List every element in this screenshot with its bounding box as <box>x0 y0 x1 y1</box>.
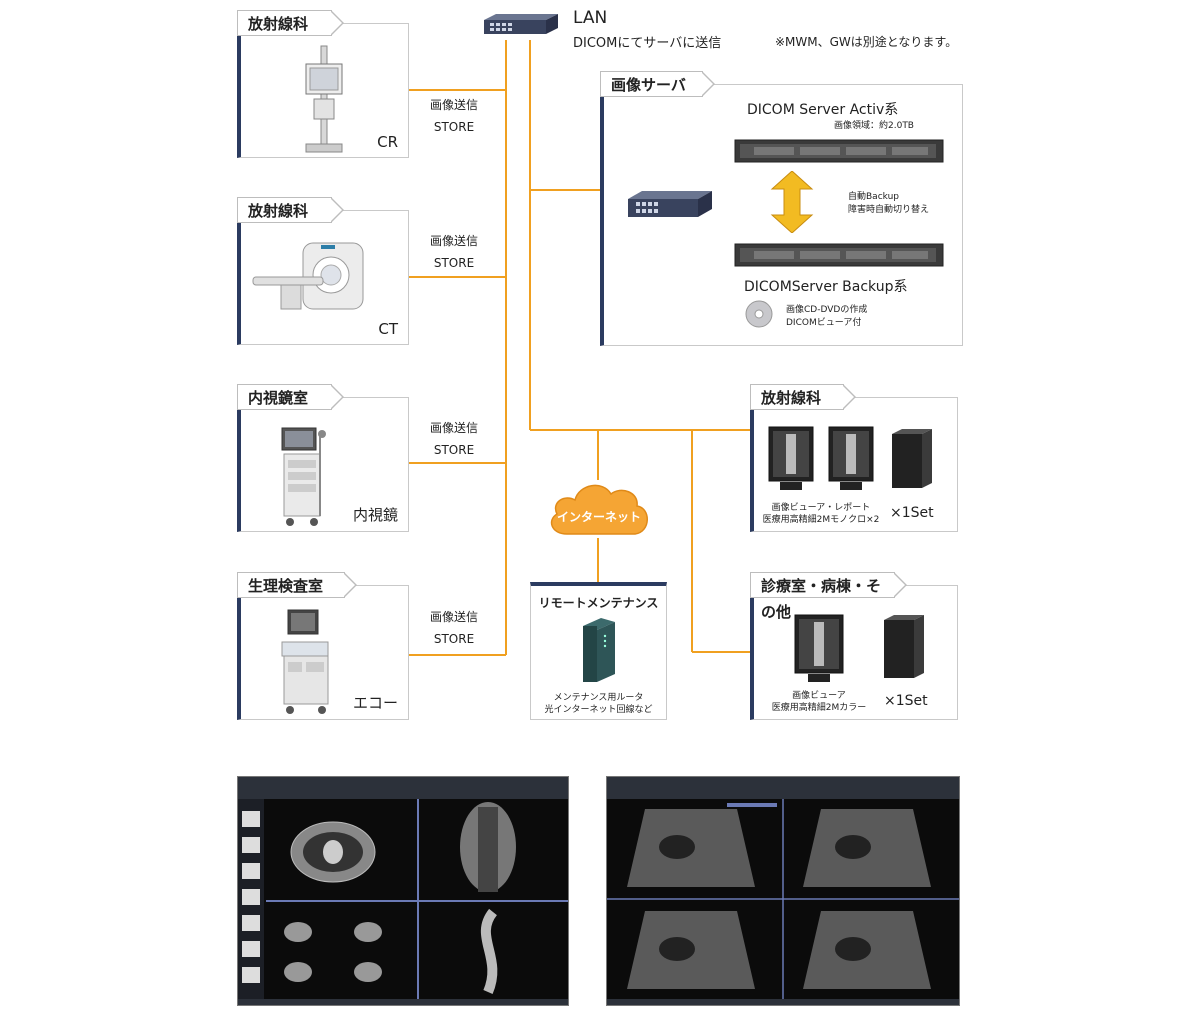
pc-tower-icon <box>884 615 924 678</box>
flow-line2: STORE <box>433 120 475 134</box>
monochrome-monitor-icon <box>828 426 874 490</box>
flow-label: 画像送信 STORE <box>414 417 494 461</box>
rack-server-backup-icon <box>734 243 944 267</box>
modality-dept-tab: 放射線科 <box>237 197 344 223</box>
radiology-caption-2: 医療用高精細2Mモノクロ×2 <box>762 515 880 525</box>
flow-line1: 画像送信 <box>429 98 478 112</box>
flow-line1: 画像送信 <box>429 421 478 435</box>
remote-caption-2: 光インターネット回線など <box>544 705 653 715</box>
backup-note-2: 障害時自動切り替え <box>848 205 930 215</box>
dept-label: 生理検査室 <box>248 577 324 595</box>
flow-label: 画像送信 STORE <box>414 606 494 650</box>
flow-line2: STORE <box>433 256 475 270</box>
clinic-title: 診療室・病棟・その他 <box>761 577 882 621</box>
lan-subtitle: DICOMにてサーバに送信 <box>573 36 722 51</box>
radiology-viewer-tab: 放射線科 <box>750 384 856 410</box>
pc-tower-icon <box>892 429 932 488</box>
flow-label: 画像送信 STORE <box>414 230 494 274</box>
ct-scanner-icon <box>252 242 364 310</box>
server-active-name: DICOM Server Activ系 <box>747 102 899 118</box>
backup-note-1: 自動Backup <box>848 192 899 202</box>
modality-card-ct: CT <box>237 210 409 345</box>
flow-line2: STORE <box>433 632 475 646</box>
ultrasound-viewer-screenshot <box>606 776 960 1006</box>
rack-server-active-icon <box>734 139 944 163</box>
radiology-set: ×1Set <box>890 505 934 521</box>
modality-card-endoscope: 内視鏡 <box>237 397 409 532</box>
cr-device-icon <box>305 45 343 153</box>
dvd-note-1: 画像CD-DVDの作成 <box>786 305 868 315</box>
clinic-viewer-tab: 診療室・病棟・その他 <box>750 572 907 621</box>
modality-device-label: 内視鏡 <box>352 506 398 524</box>
dept-label: 放射線科 <box>248 15 309 33</box>
internet-cloud-icon <box>550 484 648 535</box>
modality-device-label: CT <box>378 320 398 338</box>
flow-line2: STORE <box>433 443 475 457</box>
radiology-title: 放射線科 <box>761 389 822 407</box>
lan-note: ※MWM、GWは別途となります。 <box>775 35 958 49</box>
radiology-viewer-card: 画像ビューア・レポート 医療用高精細2Mモノクロ×2 ×1Set <box>750 397 958 532</box>
color-monitor-icon <box>794 614 844 682</box>
dept-label: 内視鏡室 <box>248 389 309 407</box>
lan-switch-icon <box>484 14 558 34</box>
clinic-caption-1: 画像ビューア <box>792 691 846 701</box>
endoscope-cart-icon <box>281 427 326 526</box>
modality-dept-tab: 放射線科 <box>237 10 344 36</box>
remote-title: リモートメンテナンス <box>538 596 659 610</box>
ct-viewer-image <box>238 777 568 1005</box>
modality-device-label: CR <box>377 133 398 151</box>
remote-maintenance-card: リモートメンテナンス メンテナンス用ルータ 光インターネット回線など <box>530 582 667 720</box>
internet-label: インターネット <box>556 510 641 524</box>
modality-dept-tab: 生理検査室 <box>237 572 357 598</box>
radiology-caption-1: 画像ビューア・レポート <box>771 503 871 513</box>
server-backup-name: DICOMServer Backup系 <box>744 279 908 295</box>
server-capacity: 画像領域：約2.0TB <box>834 121 914 131</box>
clinic-set: ×1Set <box>884 693 928 709</box>
modality-card-ultrasound: エコー <box>237 585 409 720</box>
flow-line1: 画像送信 <box>429 234 478 248</box>
ultrasound-cart-icon <box>281 609 329 714</box>
remote-caption-1: メンテナンス用ルータ <box>553 693 644 703</box>
ultrasound-viewer-image <box>607 777 959 1005</box>
flow-line1: 画像送信 <box>429 610 478 624</box>
dvd-note-2: DICOMビューア付 <box>786 318 862 328</box>
image-server-card: DICOM Server Activ系 画像領域：約2.0TB 自動Backup… <box>600 84 963 346</box>
modality-device-label: エコー <box>352 694 398 712</box>
monochrome-monitor-icon <box>768 426 814 490</box>
server-title: 画像サーバ <box>611 76 686 94</box>
modality-dept-tab: 内視鏡室 <box>237 384 344 410</box>
server-switch-icon <box>628 191 712 217</box>
ct-viewer-screenshot <box>237 776 569 1006</box>
modality-card-cr: CR <box>237 23 409 158</box>
dvd-disc-icon <box>745 300 773 328</box>
flow-label: 画像送信 STORE <box>414 94 494 138</box>
clinic-caption-2: 医療用高精細2Mカラー <box>771 703 867 713</box>
lan-title: LAN <box>573 8 608 28</box>
server-tab: 画像サーバ <box>600 71 715 97</box>
backup-sync-arrow-icon <box>770 171 814 233</box>
dept-label: 放射線科 <box>248 202 309 220</box>
router-icon <box>583 618 615 682</box>
